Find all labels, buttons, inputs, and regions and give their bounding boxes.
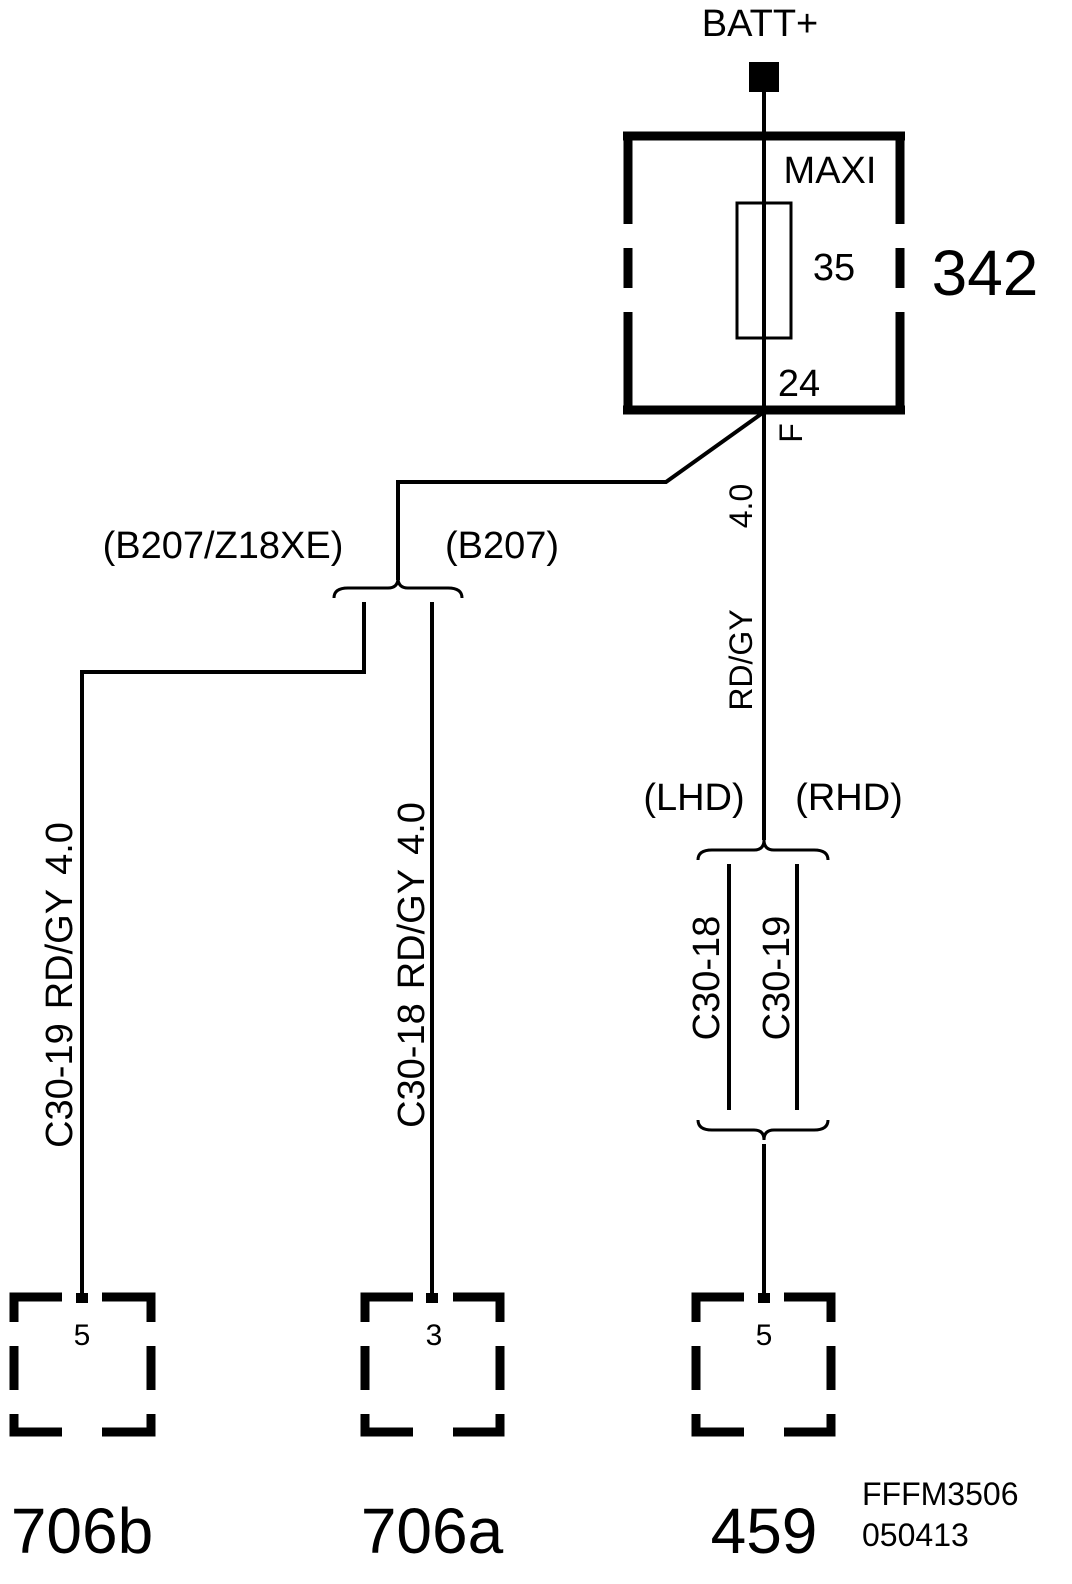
connector-706b bbox=[9, 1292, 156, 1437]
feed-wire-color: RD/GY bbox=[723, 609, 759, 710]
connector-706a-ref: 706a bbox=[361, 1495, 504, 1567]
feed-wire-size: 4.0 bbox=[723, 484, 759, 528]
variant-brace-left bbox=[332, 577, 464, 599]
connector-706b-pin: 5 bbox=[74, 1319, 91, 1352]
wire-706a-color: RD/GY bbox=[391, 869, 433, 989]
fuse-rating: 35 bbox=[813, 247, 855, 289]
battery-terminal bbox=[749, 62, 779, 92]
wire-706b bbox=[80, 602, 366, 1297]
wire-706a-label: C30-18 RD/GY 4.0 bbox=[391, 802, 433, 1128]
wire-706b-color: RD/GY bbox=[39, 889, 81, 1009]
variant-brace-bottom bbox=[696, 1119, 830, 1141]
connector-706a bbox=[360, 1292, 505, 1437]
fuse-number: 24 bbox=[778, 363, 820, 405]
wire-706a-circuit: C30-18 bbox=[391, 1003, 433, 1128]
variant-brace-top bbox=[696, 839, 830, 861]
fuse-box bbox=[623, 131, 905, 415]
fuse-ref: 342 bbox=[932, 237, 1039, 309]
connector-459 bbox=[691, 1292, 836, 1437]
wire-706b-circuit: C30-19 bbox=[39, 1023, 81, 1148]
variant-label-b207: (B207) bbox=[445, 525, 559, 567]
variant-label-lhd: (LHD) bbox=[643, 777, 744, 819]
connector-706a-pin: 3 bbox=[426, 1319, 443, 1352]
wire-706b-label: C30-19 RD/GY 4.0 bbox=[39, 822, 81, 1148]
variant-label-b207-z18xe: (B207/Z18XE) bbox=[103, 525, 344, 567]
doc-code-line2: 050413 bbox=[862, 1517, 969, 1553]
connector-459-ref: 459 bbox=[711, 1495, 818, 1567]
branch-wire-left bbox=[396, 410, 766, 580]
doc-code-line1: FFFM3506 bbox=[862, 1476, 1018, 1512]
wire-706b-size: 4.0 bbox=[39, 822, 81, 875]
wire-rhd-circuit: C30-19 bbox=[756, 916, 798, 1041]
connector-706b-ref: 706b bbox=[11, 1495, 153, 1567]
variant-label-rhd: (RHD) bbox=[795, 777, 903, 819]
fuse-pin-label: F bbox=[773, 423, 809, 443]
connector-459-pin: 5 bbox=[756, 1319, 773, 1352]
fuse-type: MAXI bbox=[784, 150, 877, 192]
wire-706a-size: 4.0 bbox=[391, 802, 433, 855]
wire-lhd-circuit: C30-18 bbox=[686, 916, 728, 1041]
battery-label: BATT+ bbox=[702, 3, 819, 45]
